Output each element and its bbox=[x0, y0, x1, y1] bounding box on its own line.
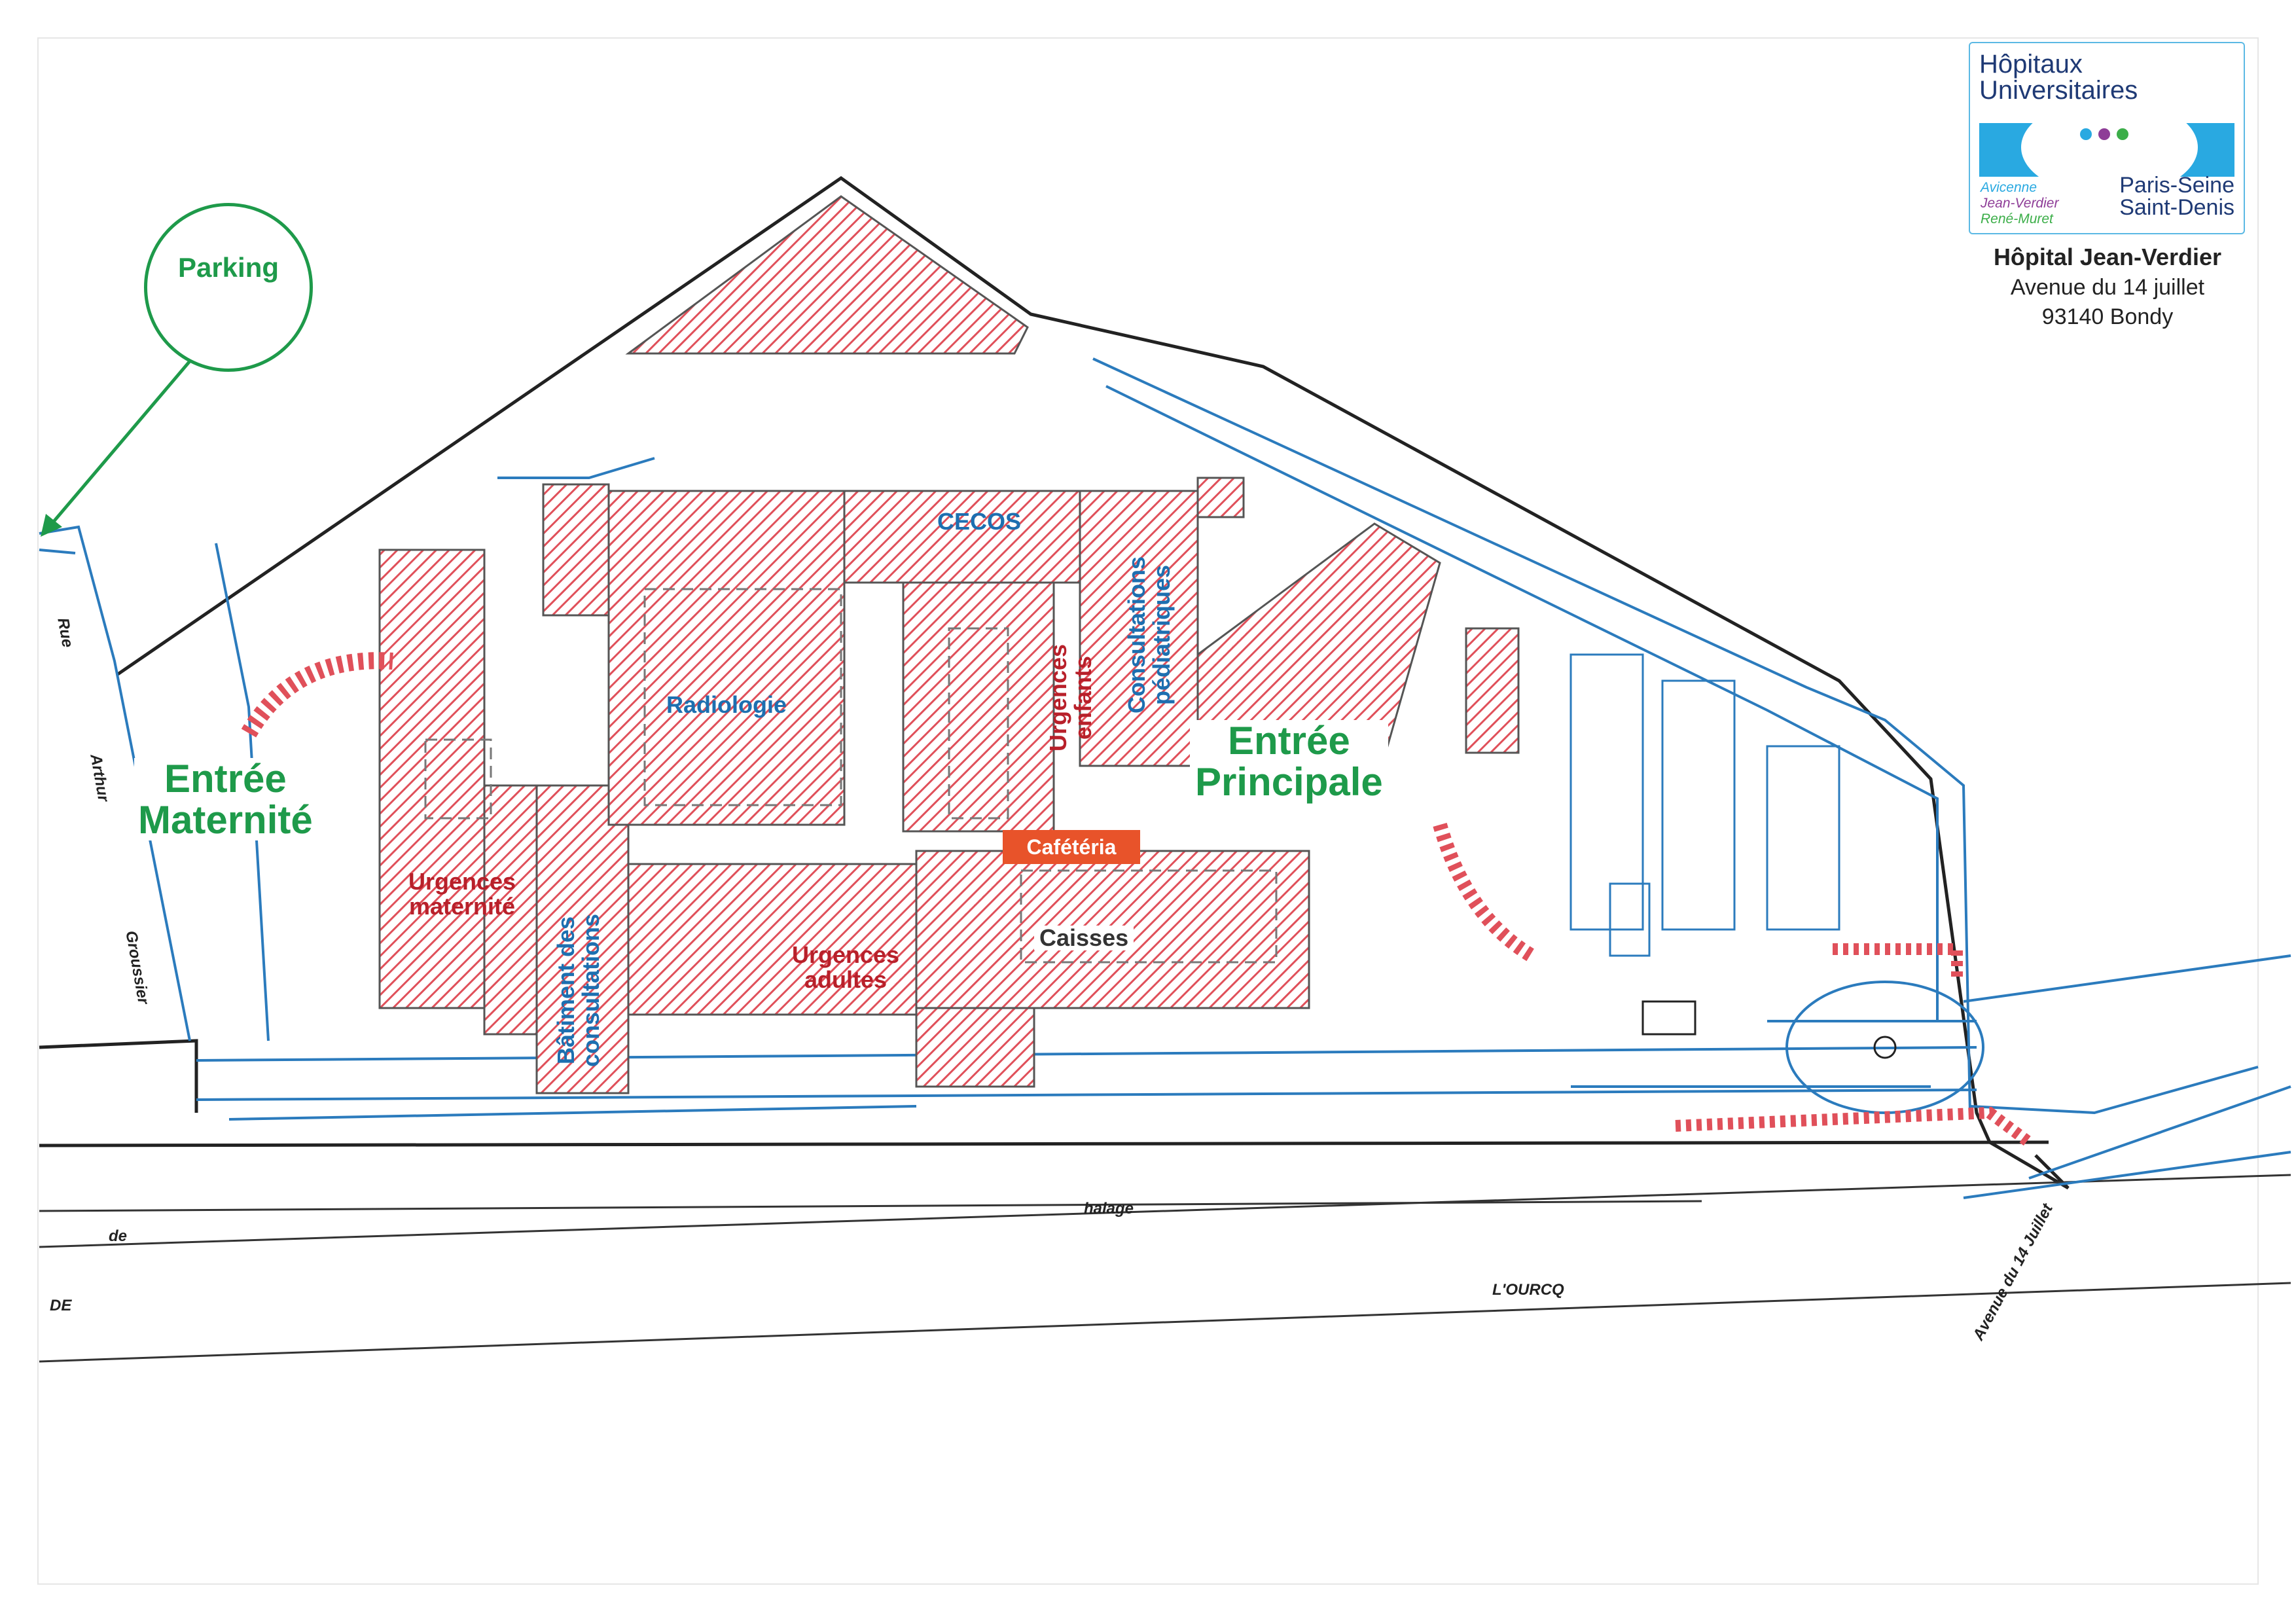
canal-lines bbox=[39, 1174, 2291, 1363]
consult-ped-line1: Consultations bbox=[1123, 556, 1150, 713]
building-radiologie bbox=[607, 490, 846, 826]
building-urgences-adultes bbox=[627, 863, 918, 1016]
entrance-principale[interactable]: Entrée Principale bbox=[1190, 720, 1388, 803]
entrance-maternite-line1: Entrée bbox=[164, 757, 287, 801]
entrance-principale-line2: Principale bbox=[1195, 760, 1383, 804]
hospital-address: Hôpital Jean-Verdier Avenue du 14 juille… bbox=[1957, 244, 2258, 330]
logo-region: Paris-Seine Saint-Denis bbox=[2119, 174, 2234, 219]
logo-title-line1: Hôpitaux bbox=[1979, 50, 2083, 79]
logo-site-avicenne: Avicenne bbox=[1981, 180, 2037, 195]
building-urgences-enfants bbox=[902, 581, 1055, 833]
hospital-logo: Hôpitaux Universitaires Avicenne Jean-Ve… bbox=[1969, 42, 2245, 234]
label-consultations-pediatriques[interactable]: Consultations pédiatriques bbox=[1123, 556, 1175, 713]
label-radiologie[interactable]: Radiologie bbox=[666, 691, 787, 718]
bat-consult-line2: consultations bbox=[577, 913, 604, 1067]
bat-consult-line1: Bâtiment des bbox=[552, 916, 579, 1065]
urg-adultes-line1: Urgences bbox=[792, 941, 900, 968]
address-city: 93140 Bondy bbox=[2041, 304, 2174, 329]
logo-region-line2: Saint-Denis bbox=[2119, 195, 2234, 220]
label-caisses[interactable]: Caisses bbox=[1034, 926, 1134, 950]
parking-arrow-line bbox=[48, 352, 198, 528]
logo-site-rene-muret: René-Muret bbox=[1981, 211, 2053, 226]
map-frame bbox=[37, 37, 2259, 1585]
site-boundary bbox=[39, 175, 2070, 1190]
urg-maternite-line1: Urgences bbox=[408, 868, 516, 895]
label-urgences-adultes[interactable]: Urgences adultes bbox=[792, 943, 899, 992]
parking-rows bbox=[1570, 653, 1840, 1036]
label-urgences-enfants[interactable]: Urgences enfants bbox=[1045, 643, 1096, 751]
label-urgences-maternite[interactable]: Urgences maternité bbox=[408, 869, 516, 919]
building-consult-pediatriques bbox=[1079, 490, 1199, 767]
roundabout-center bbox=[1873, 1036, 1897, 1059]
logo-arch bbox=[2021, 98, 2198, 196]
label-cafeteria[interactable]: Cafétéria bbox=[1003, 830, 1140, 864]
entrance-maternite-line2: Maternité bbox=[138, 798, 313, 842]
street-de: de bbox=[109, 1227, 128, 1245]
parking-arrow-head bbox=[41, 514, 62, 537]
urg-adultes-line2: adultes bbox=[804, 965, 888, 993]
address-street: Avenue du 14 juillet bbox=[2010, 275, 2205, 300]
building-interiors bbox=[424, 588, 1278, 964]
entrance-principale-line1: Entrée bbox=[1228, 719, 1350, 763]
label-cecos[interactable]: CECOS bbox=[937, 508, 1022, 535]
logo-title: Hôpitaux Universitaires bbox=[1979, 51, 2138, 103]
building-west-annex bbox=[542, 483, 610, 617]
street-lourcq: L'OURCQ bbox=[1492, 1281, 1564, 1299]
building-east-annex bbox=[1465, 627, 1520, 754]
entrance-maternite[interactable]: Entrée Maternité bbox=[134, 758, 317, 840]
logo-dot-blue bbox=[2080, 128, 2092, 140]
south-hatch-strip bbox=[1675, 1106, 2033, 1147]
urg-maternite-line2: maternité bbox=[409, 892, 516, 920]
maternity-arc bbox=[241, 652, 393, 738]
street-halage: halage bbox=[1084, 1200, 1134, 1218]
east-arc bbox=[1433, 822, 1535, 962]
road-network bbox=[39, 357, 2291, 1199]
building-cecos bbox=[843, 490, 1081, 584]
building-consultations bbox=[535, 784, 630, 1094]
parking-label: Parking bbox=[177, 252, 279, 283]
street-DE: DE bbox=[50, 1297, 72, 1314]
logo-region-line1: Paris-Seine bbox=[2119, 173, 2234, 198]
logo-dot-purple bbox=[2098, 128, 2110, 140]
building-north-annex bbox=[1196, 477, 1245, 518]
building-maternity bbox=[378, 549, 486, 1009]
label-batiment-consultations[interactable]: Bâtiment des consultations bbox=[552, 913, 604, 1067]
building-south-wing bbox=[915, 1007, 1035, 1088]
logo-site-jean-verdier: Jean-Verdier bbox=[1981, 196, 2059, 211]
urg-enfants-line1: Urgences bbox=[1045, 643, 1071, 751]
parking-marker[interactable]: Parking bbox=[144, 203, 313, 372]
buildings bbox=[378, 195, 1520, 1094]
consult-ped-line2: pédiatriques bbox=[1147, 564, 1175, 706]
building-north-triangle bbox=[625, 195, 1029, 355]
logo-dot-green bbox=[2117, 128, 2128, 140]
hospital-name: Hôpital Jean-Verdier bbox=[1993, 244, 2222, 270]
urg-enfants-line2: enfants bbox=[1069, 655, 1096, 740]
